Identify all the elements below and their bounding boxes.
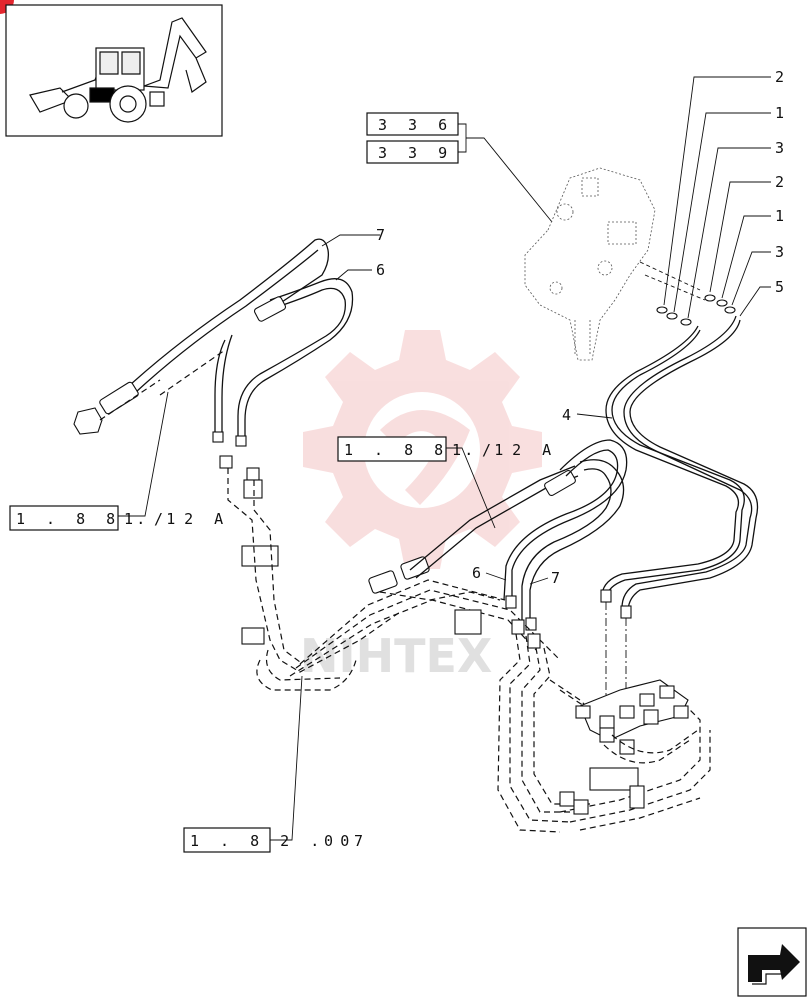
- ref-box-182[interactable]: 1 . 8 2 . 0 0 7: [183, 827, 369, 853]
- leader-182: [270, 675, 303, 841]
- callout-7-left: 7: [376, 226, 386, 244]
- leader-6-left: [335, 269, 372, 281]
- backhoe-loader-icon: [29, 17, 207, 123]
- callout-leaders-top: [663, 76, 771, 319]
- callout-6-left: 6: [376, 261, 386, 279]
- callout-3-mid: 3: [775, 243, 785, 261]
- distributor-block: [575, 679, 699, 764]
- lower-bundle: [497, 619, 711, 833]
- callout-2-top: 2: [775, 68, 785, 86]
- control-valve: [524, 167, 706, 361]
- callout-2-mid: 2: [775, 173, 785, 191]
- leader-188-left: [118, 391, 169, 517]
- callout-5: 5: [775, 278, 785, 296]
- callout-1-top: 1: [775, 104, 785, 122]
- ref-336-leader: [458, 123, 553, 223]
- ref-188-center-suffix: 1 / 2 A: [452, 441, 557, 459]
- thumbnail-frame: [5, 4, 223, 137]
- ref-box-339[interactable]: 3 3 9: [366, 140, 459, 164]
- valve-fittings: [656, 294, 736, 326]
- left-fittings: [219, 455, 401, 691]
- next-page-arrow-icon[interactable]: [737, 927, 807, 997]
- ref-188-left-suffix: 1 / 2 A: [124, 510, 229, 528]
- ref-188-center-text: 1 . 8 8 . 1: [344, 441, 509, 459]
- ref-box-188-center[interactable]: 1 . 8 8 . 1 1 / 2 A: [337, 436, 557, 462]
- leader-7-left: [321, 234, 380, 247]
- ref-336-text: 3 3 6: [378, 116, 453, 134]
- callout-3-top: 3: [775, 139, 785, 157]
- watermark-text: NIHTEX: [300, 629, 492, 683]
- hose-group-center: [289, 439, 628, 677]
- ref-339-text: 3 3 9: [378, 144, 453, 162]
- ref-box-336[interactable]: 3 3 6: [366, 112, 459, 136]
- callout-7-center: 7: [551, 569, 561, 587]
- hose-group-left: [73, 238, 354, 447]
- ref-box-188-left[interactable]: 1 . 8 8 . 1 1 / 2 A: [9, 505, 229, 531]
- ref-182-suffix: 0 7: [324, 832, 369, 850]
- hose-group-4-5: [600, 315, 759, 710]
- ref-182-text: 1 . 8 2 . 0: [190, 832, 355, 850]
- callout-4: 4: [562, 406, 572, 424]
- callout-6-center: 6: [472, 564, 482, 582]
- callout-1-mid: 1: [775, 207, 785, 225]
- ref-188-left-text: 1 . 8 8 . 1: [16, 510, 181, 528]
- leader-188-center: [446, 447, 496, 529]
